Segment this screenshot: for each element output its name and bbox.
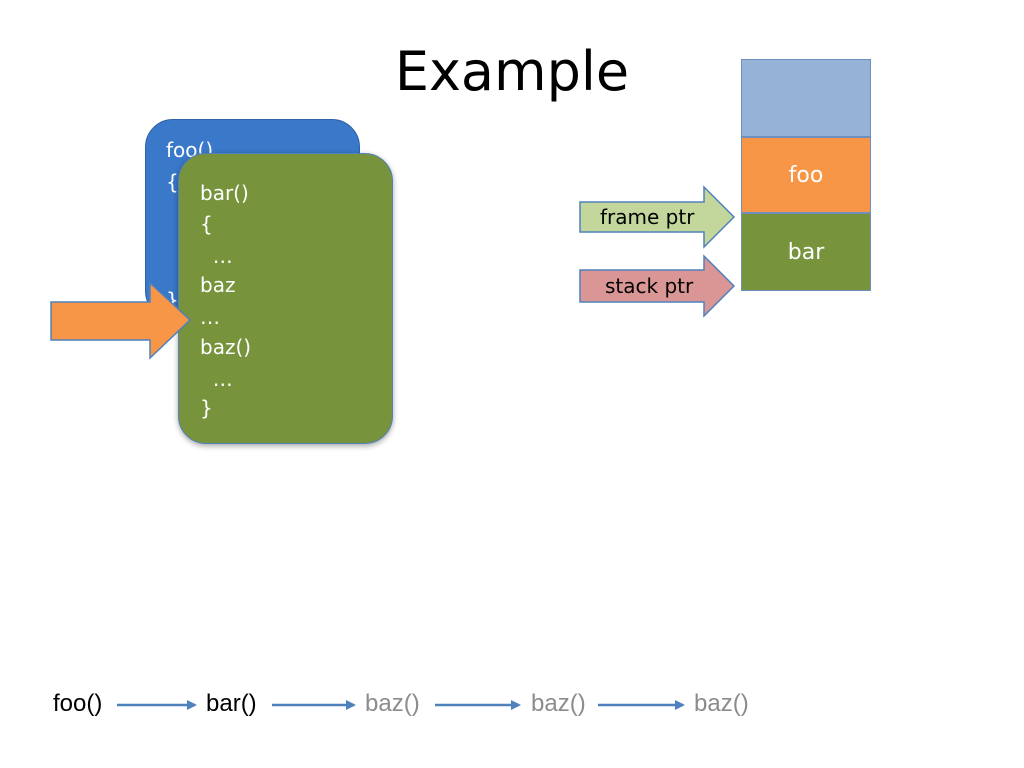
code-line: …: [200, 305, 220, 329]
code-line: bar(): [200, 181, 249, 205]
stack-segment-top: [741, 59, 871, 137]
code-line: }: [166, 288, 179, 312]
call-chain-item: baz(): [531, 690, 586, 717]
call-chain-item: baz(): [694, 690, 749, 717]
bar-code-card: bar() { … baz … baz() … }: [178, 153, 393, 444]
stack-segment-foo: foo: [741, 137, 871, 213]
code-line: {: [200, 212, 213, 236]
call-chain-item: foo(): [53, 690, 103, 717]
stack-segment-label: bar: [787, 240, 825, 265]
code-line: baz: [200, 273, 236, 297]
frame-ptr-label: frame ptr: [600, 205, 695, 229]
call-chain-item: bar(): [206, 690, 257, 717]
stack-ptr-label: stack ptr: [605, 274, 694, 298]
code-line: }: [200, 396, 213, 420]
slide-title: Example: [394, 40, 630, 103]
stack-segment-bar: bar: [741, 213, 871, 291]
stack-segment-label: foo: [788, 163, 824, 188]
code-line: …: [200, 244, 233, 268]
code-line: {: [166, 170, 179, 194]
code-line: baz(): [200, 335, 252, 359]
call-chain-item: baz(): [365, 690, 420, 717]
code-line: …: [200, 367, 233, 391]
